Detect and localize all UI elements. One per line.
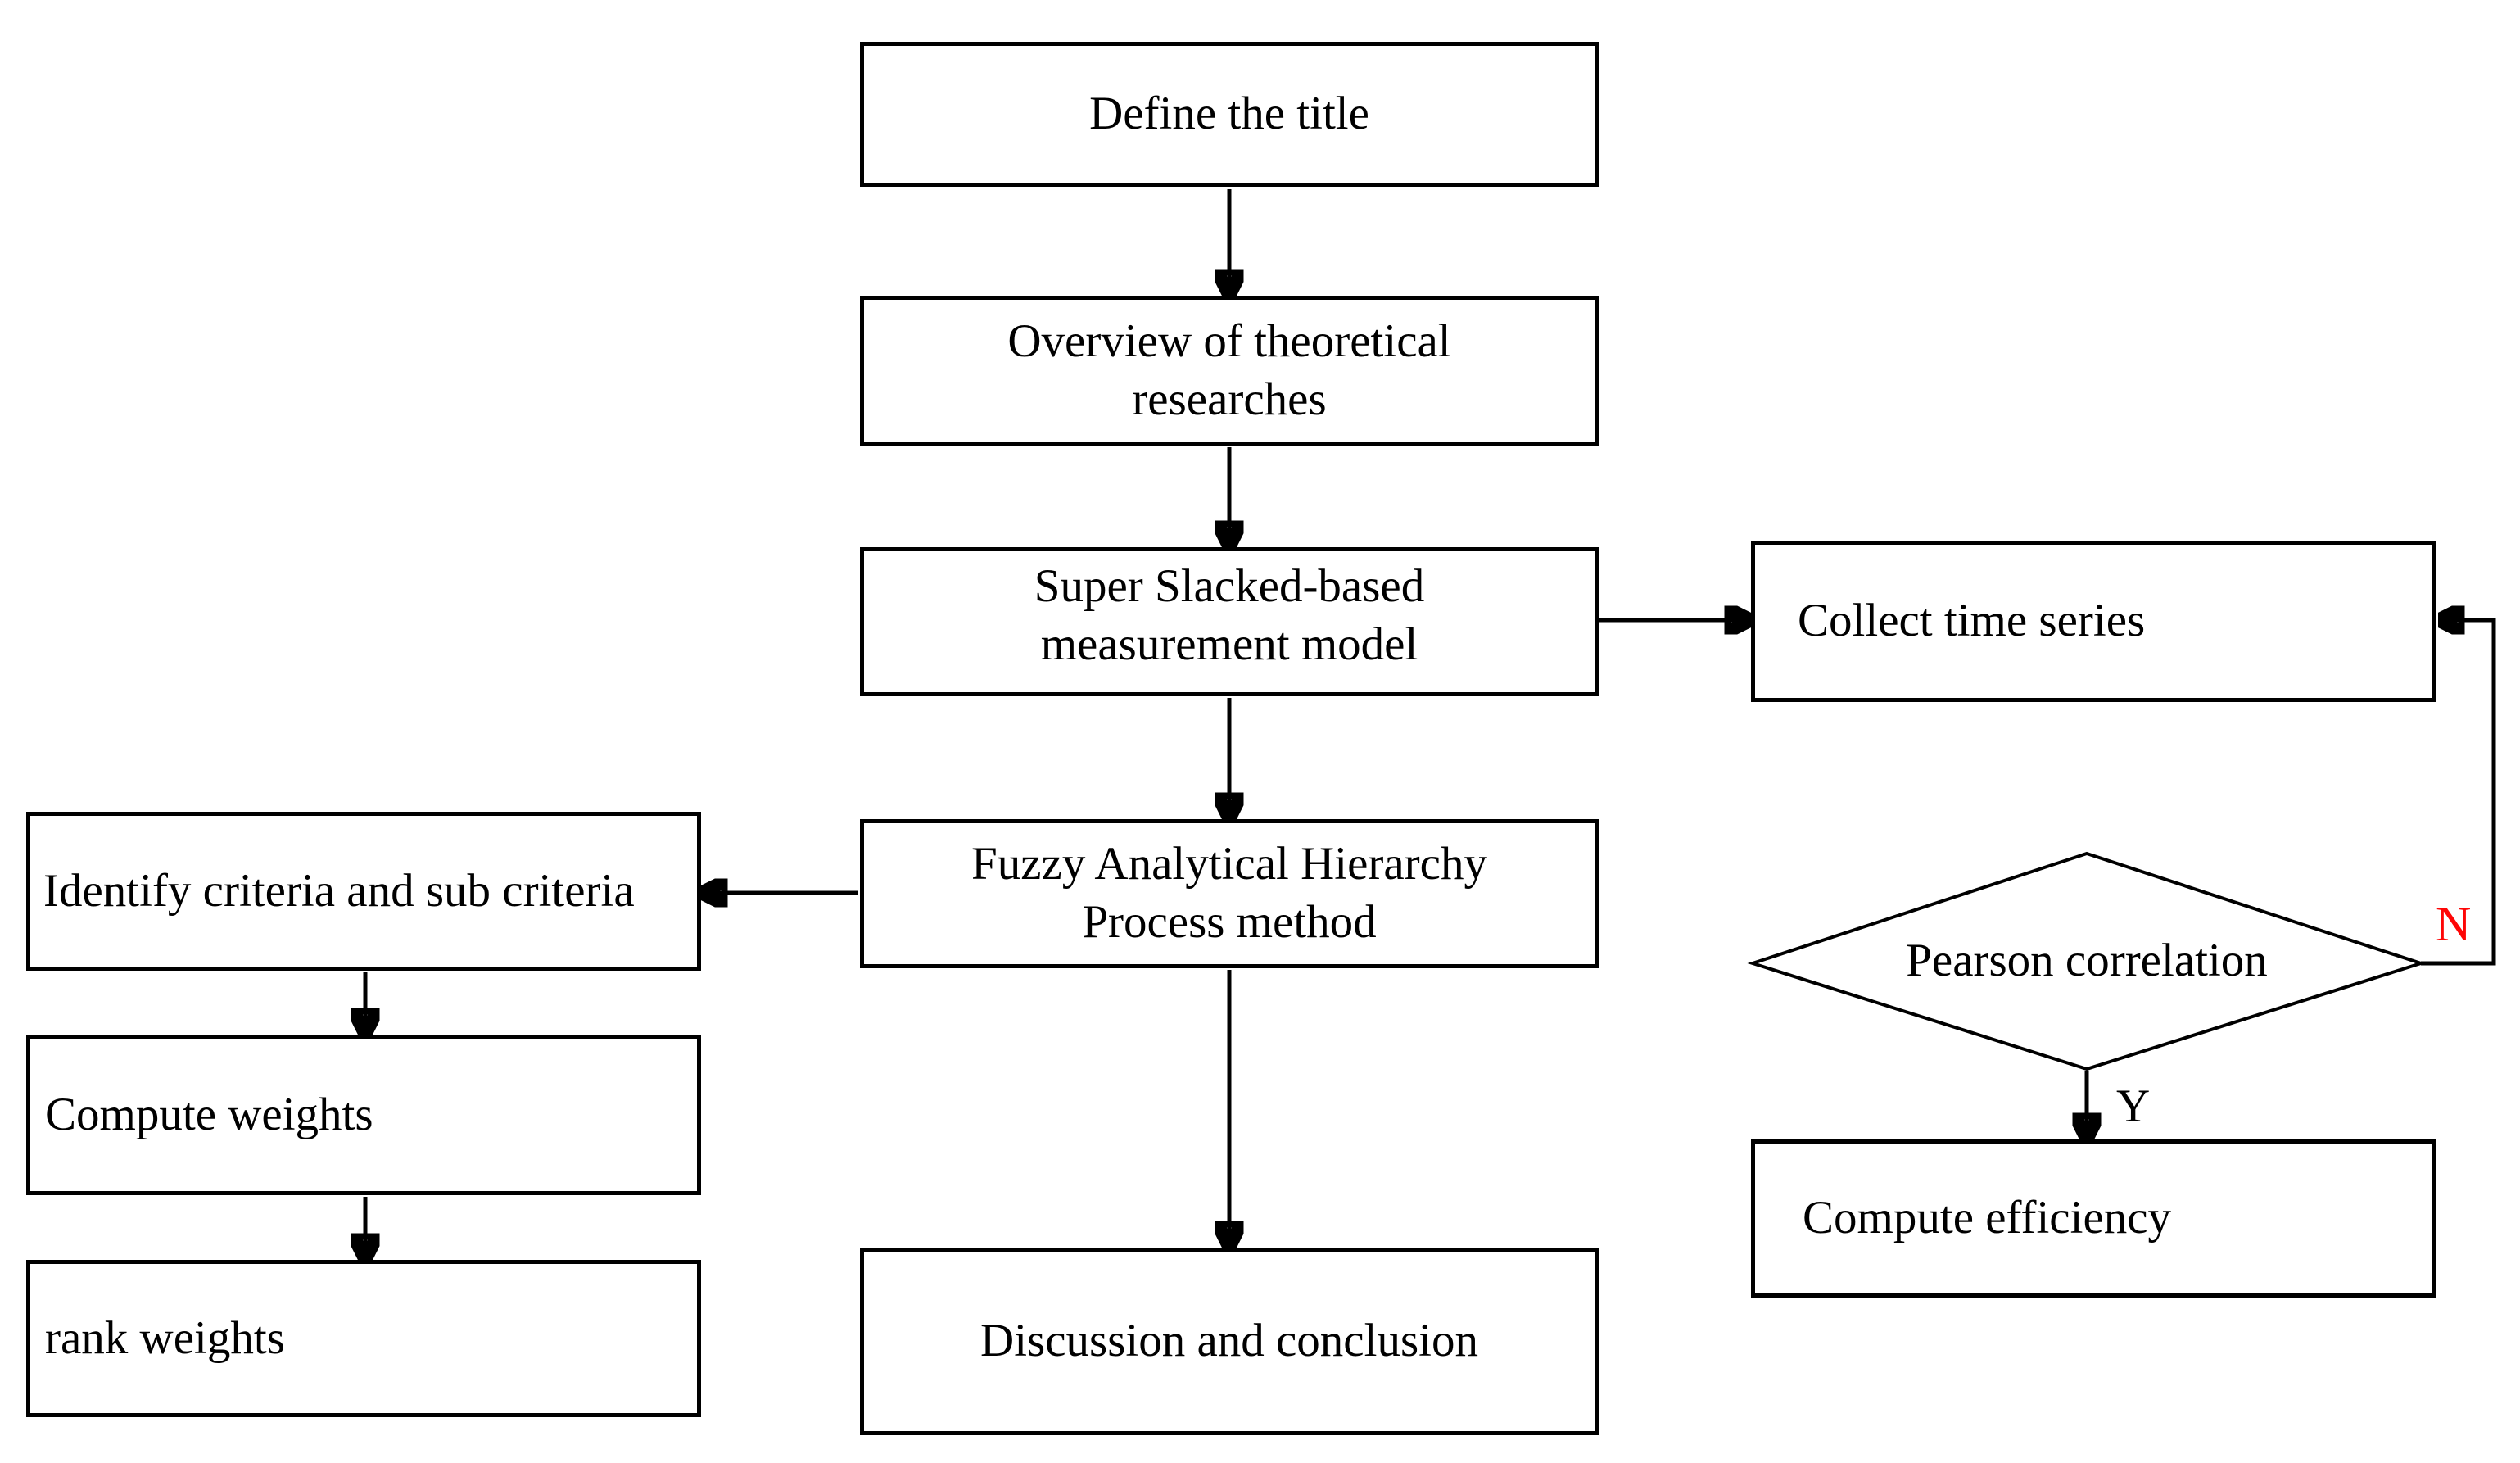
node-discussion-conclusion: Discussion and conclusion [860, 1248, 1599, 1435]
edge-label-yes: Y [2116, 1080, 2151, 1132]
node-compute-efficiency-label: Compute efficiency [1803, 1192, 2172, 1244]
node-rank-weights: rank weights [26, 1260, 701, 1417]
node-fuzzy-ahp-label: Fuzzy Analytical Hierarchy Process metho… [971, 838, 1487, 948]
node-super-sbm-label: Super Slacked-based measurement model [1034, 560, 1425, 670]
node-compute-efficiency: Compute efficiency [1751, 1139, 2436, 1298]
node-fuzzy-ahp: Fuzzy Analytical Hierarchy Process metho… [860, 819, 1599, 968]
node-discussion-conclusion-label: Discussion and conclusion [980, 1315, 1478, 1367]
node-collect-time-series-label: Collect time series [1798, 595, 2146, 647]
node-identify-criteria: Identify criteria and sub criteria [26, 812, 701, 971]
node-define-title: Define the title [860, 42, 1599, 187]
node-super-sbm: Super Slacked-based measurement model [860, 547, 1599, 696]
decision-pearson-correlation-shape [1747, 851, 2427, 1071]
node-identify-criteria-label: Identify criteria and sub criteria [43, 864, 635, 917]
node-rank-weights-label: rank weights [45, 1311, 285, 1364]
node-overview-theoretical: Overview of theoretical researches [860, 296, 1599, 446]
node-compute-weights: Compute weights [26, 1035, 701, 1195]
node-overview-theoretical-label: Overview of theoretical researches [1007, 315, 1451, 425]
node-compute-weights-label: Compute weights [45, 1088, 373, 1140]
node-define-title-label: Define the title [1089, 88, 1369, 140]
edge-label-no: N [2436, 897, 2472, 951]
decision-pearson-correlation-label: Pearson correlation [1906, 935, 2268, 986]
node-collect-time-series: Collect time series [1751, 541, 2436, 702]
arrow-pearson-no-to-collect [2421, 620, 2496, 966]
